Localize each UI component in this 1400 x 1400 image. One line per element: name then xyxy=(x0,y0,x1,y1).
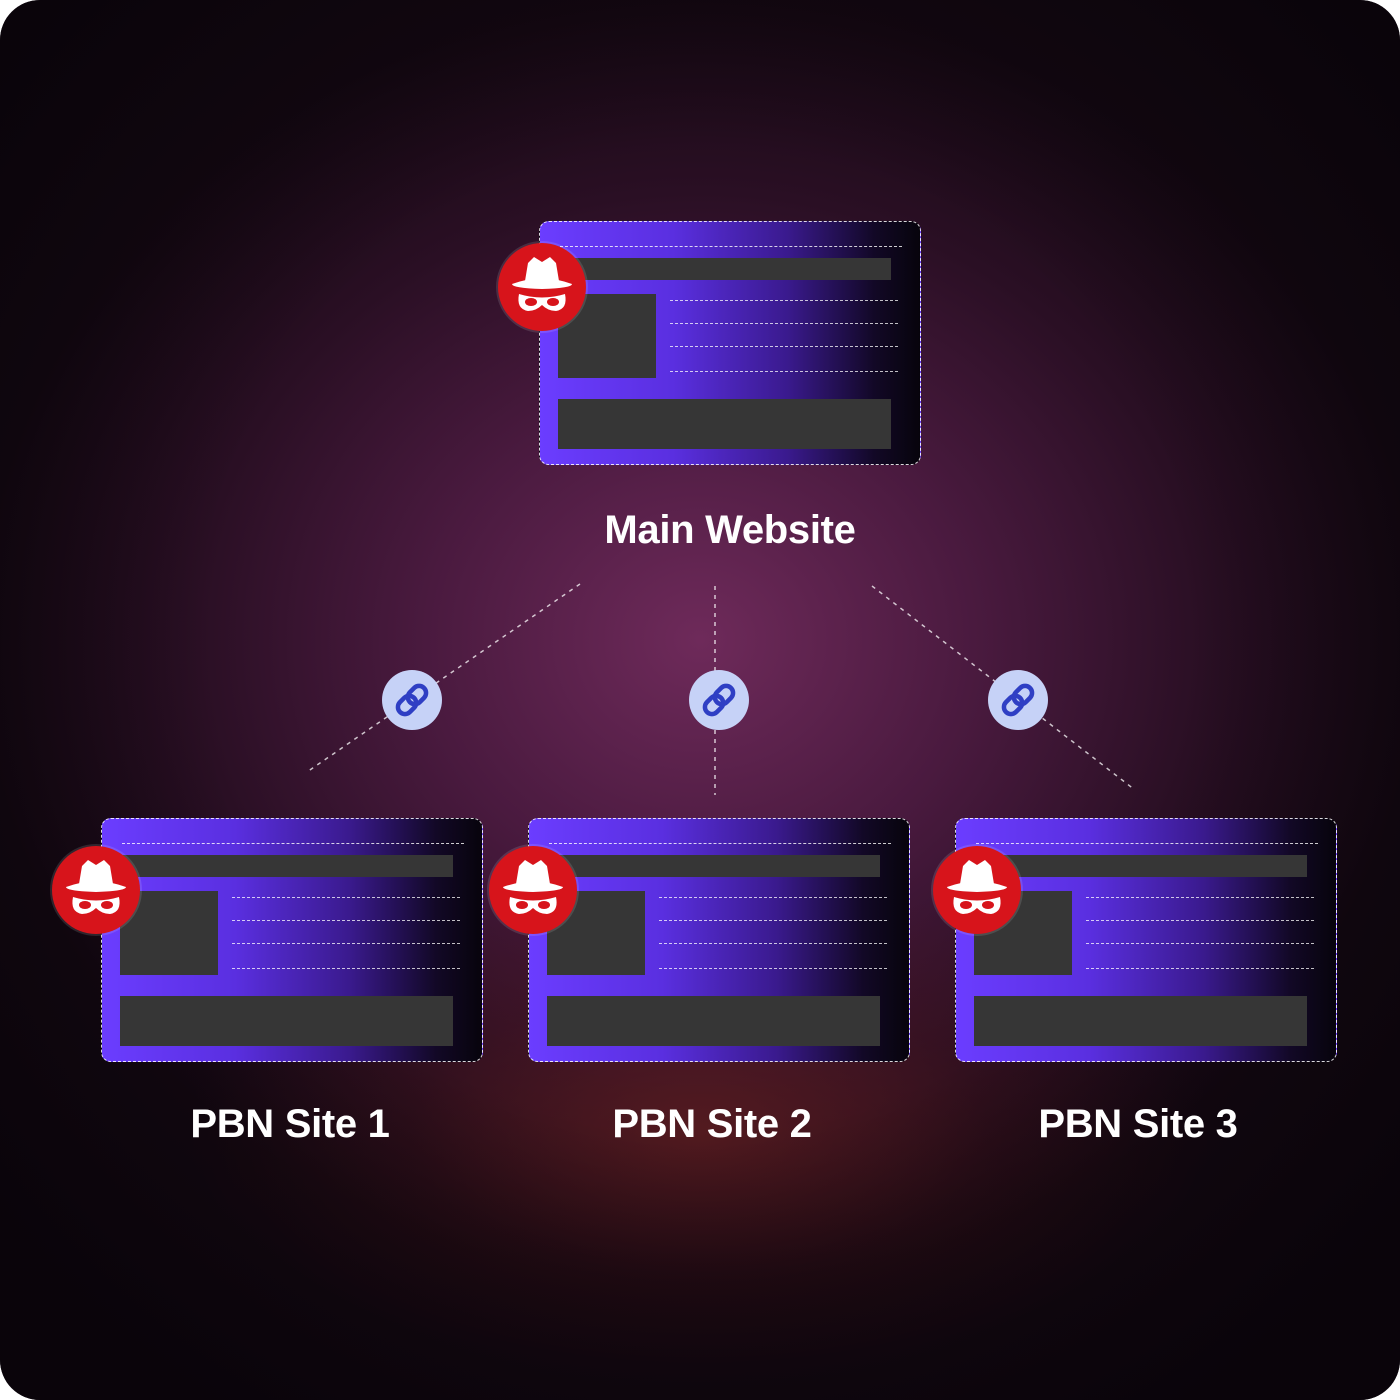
card-text-line xyxy=(232,920,460,921)
card-text-line xyxy=(659,968,887,969)
card-top-rule xyxy=(122,843,464,844)
card-text-line xyxy=(670,371,898,372)
incognito-spy-icon xyxy=(498,243,586,331)
chain-link-icon xyxy=(988,670,1048,730)
card-header-bar xyxy=(560,258,891,280)
card-text-line xyxy=(232,897,460,898)
card-footer-bar xyxy=(120,996,453,1046)
card-text-line xyxy=(232,943,460,944)
card-footer-bar xyxy=(974,996,1307,1046)
pbn-site-2-card xyxy=(528,818,910,1062)
chain-link-icon xyxy=(382,670,442,730)
main-website-label: Main Website xyxy=(604,508,856,552)
pbn-site-1-card xyxy=(101,818,483,1062)
incognito-spy-icon xyxy=(52,846,140,934)
connector-line-site-3 xyxy=(871,585,1136,791)
card-text-line xyxy=(1086,897,1314,898)
card-top-rule xyxy=(549,843,891,844)
card-text-line xyxy=(1086,920,1314,921)
pbn-site-3-card xyxy=(955,818,1337,1062)
main-website-card xyxy=(539,221,921,465)
pbn-site-2-label: PBN Site 2 xyxy=(612,1102,812,1146)
card-text-line xyxy=(1086,968,1314,969)
chain-link-icon xyxy=(689,670,749,730)
card-text-line xyxy=(659,943,887,944)
card-header-bar xyxy=(549,855,880,877)
card-text-line xyxy=(670,300,898,301)
pbn-site-3-label: PBN Site 3 xyxy=(1038,1102,1238,1146)
connector-line-site-1 xyxy=(306,583,581,773)
card-text-line xyxy=(670,323,898,324)
card-footer-bar xyxy=(547,996,880,1046)
card-text-line xyxy=(659,897,887,898)
card-top-rule xyxy=(560,246,902,247)
card-header-bar xyxy=(122,855,453,877)
card-text-line xyxy=(659,920,887,921)
incognito-spy-icon xyxy=(933,846,1021,934)
card-text-line xyxy=(232,968,460,969)
pbn-site-1-label: PBN Site 1 xyxy=(190,1102,390,1146)
card-text-line xyxy=(1086,943,1314,944)
card-text-line xyxy=(670,346,898,347)
card-top-rule xyxy=(976,843,1318,844)
card-footer-bar xyxy=(558,399,891,449)
incognito-spy-icon xyxy=(489,846,577,934)
card-header-bar xyxy=(976,855,1307,877)
